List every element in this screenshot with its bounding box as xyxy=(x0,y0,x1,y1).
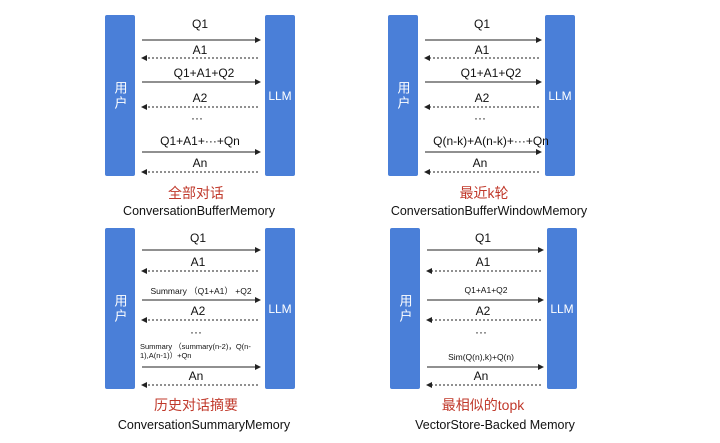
user-bar: 用户 xyxy=(105,228,135,389)
llm-bar: LLM xyxy=(545,15,575,176)
caption-en: ConversationBufferWindowMemory xyxy=(390,204,588,218)
llm-bar: LLM xyxy=(265,228,295,389)
panel-summary-memory: 用户 LLM Q1 A1 Summary （Q1+A1） +Q2 A2 ··· … xyxy=(100,228,440,443)
caption-cn: 全部对话 xyxy=(168,185,224,201)
panel-vectorstore-memory: 用户 LLM Q1 A1 Q1+A1+Q2 A2 ··· Sim(Q(n),k)… xyxy=(385,228,720,443)
arrows xyxy=(424,37,542,175)
msg-q1: Q1 xyxy=(191,17,209,31)
caption-en: VectorStore-Backed Memory xyxy=(415,418,575,432)
msg-an: An xyxy=(472,156,488,170)
caption-en: ConversationSummaryMemory xyxy=(117,418,291,432)
caption-cn: 最近k轮 xyxy=(459,185,509,201)
user-bar: 用户 xyxy=(105,15,135,176)
msg-a2: A2 xyxy=(190,304,206,318)
arrows xyxy=(141,247,261,388)
msg-qn: Summary （summary(n-2)，Q(n-1),A(n-1)）+Qn xyxy=(140,342,251,360)
panel-window-memory: 用户 LLM Q1 A1 Q1+A1+Q2 A2 ··· Q(n-k)+A(n-… xyxy=(385,15,720,230)
msg-an: An xyxy=(192,156,208,170)
msg-a1: A1 xyxy=(474,43,490,57)
msg-qn: Q(n-k)+A(n-k)+···+Qn xyxy=(433,134,549,148)
msg-q1: Q1 xyxy=(474,231,492,245)
msg-q1: Q1 xyxy=(189,231,207,245)
user-bar: 用户 xyxy=(390,228,420,389)
msg-a1: A1 xyxy=(475,255,491,269)
msg-q2: Summary （Q1+A1） +Q2 xyxy=(150,286,252,296)
msg-q2: Q1+A1+Q2 xyxy=(173,66,235,80)
msg-q2: Q1+A1+Q2 xyxy=(464,285,508,295)
arrows xyxy=(426,247,544,388)
caption-cn: 最相似的topk xyxy=(441,397,525,413)
msg-a1: A1 xyxy=(190,255,206,269)
msg-ellipsis: ··· xyxy=(475,325,487,339)
caption-en: ConversationBufferMemory xyxy=(123,204,275,218)
msg-an: An xyxy=(473,369,489,383)
caption-cn: 历史对话摘要 xyxy=(154,397,238,413)
msg-a2: A2 xyxy=(474,91,490,105)
llm-bar: LLM xyxy=(547,228,577,389)
panel-buffer-memory: 用户 LLM Q1 A1 Q1+A1+Q2 A2 ··· Q1+A1+···+Q… xyxy=(100,15,440,230)
msg-ellipsis: ··· xyxy=(474,111,486,125)
arrows xyxy=(141,37,261,175)
msg-ellipsis: ··· xyxy=(191,111,203,125)
msg-a1: A1 xyxy=(192,43,208,57)
user-bar: 用户 xyxy=(388,15,418,176)
llm-bar: LLM xyxy=(265,15,295,176)
msg-a2: A2 xyxy=(475,304,491,318)
msg-q2: Q1+A1+Q2 xyxy=(460,66,522,80)
msg-ellipsis: ··· xyxy=(190,325,202,339)
msg-qn: Q1+A1+···+Qn xyxy=(160,134,240,148)
msg-an: An xyxy=(188,369,204,383)
msg-qn: Sim(Q(n),k)+Q(n) xyxy=(448,352,514,362)
msg-a2: A2 xyxy=(192,91,208,105)
msg-q1: Q1 xyxy=(473,17,491,31)
